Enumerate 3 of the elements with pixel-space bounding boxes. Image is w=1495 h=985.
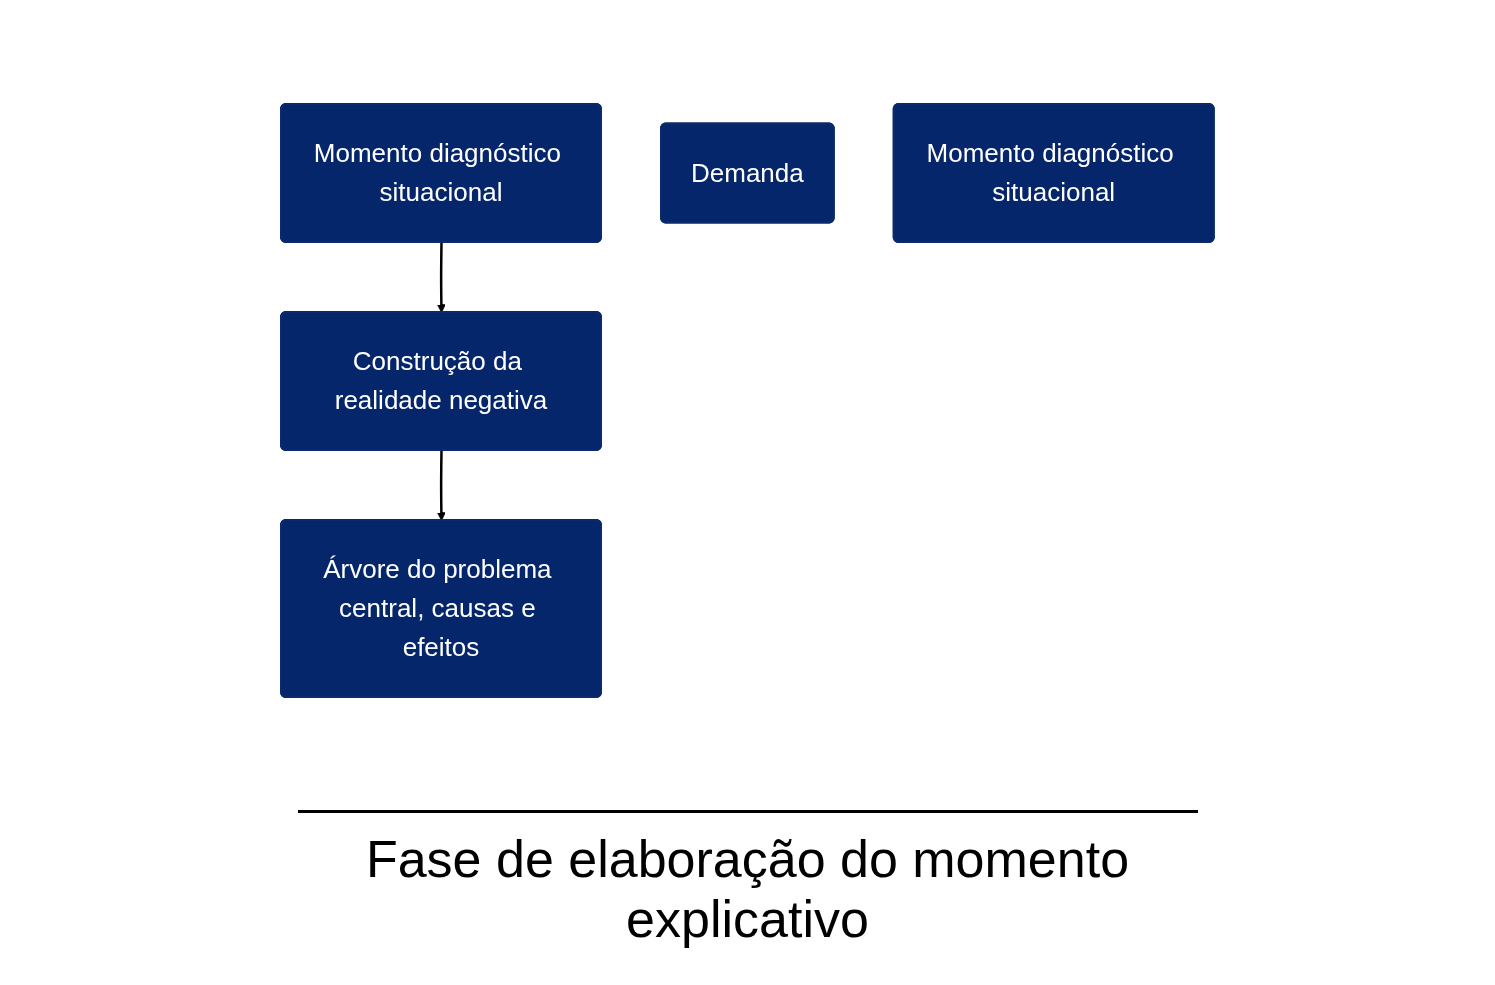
caption-text: Fase de elaboração do momento explicativo <box>297 810 1198 949</box>
arrow <box>437 241 446 313</box>
arrow <box>437 449 446 521</box>
